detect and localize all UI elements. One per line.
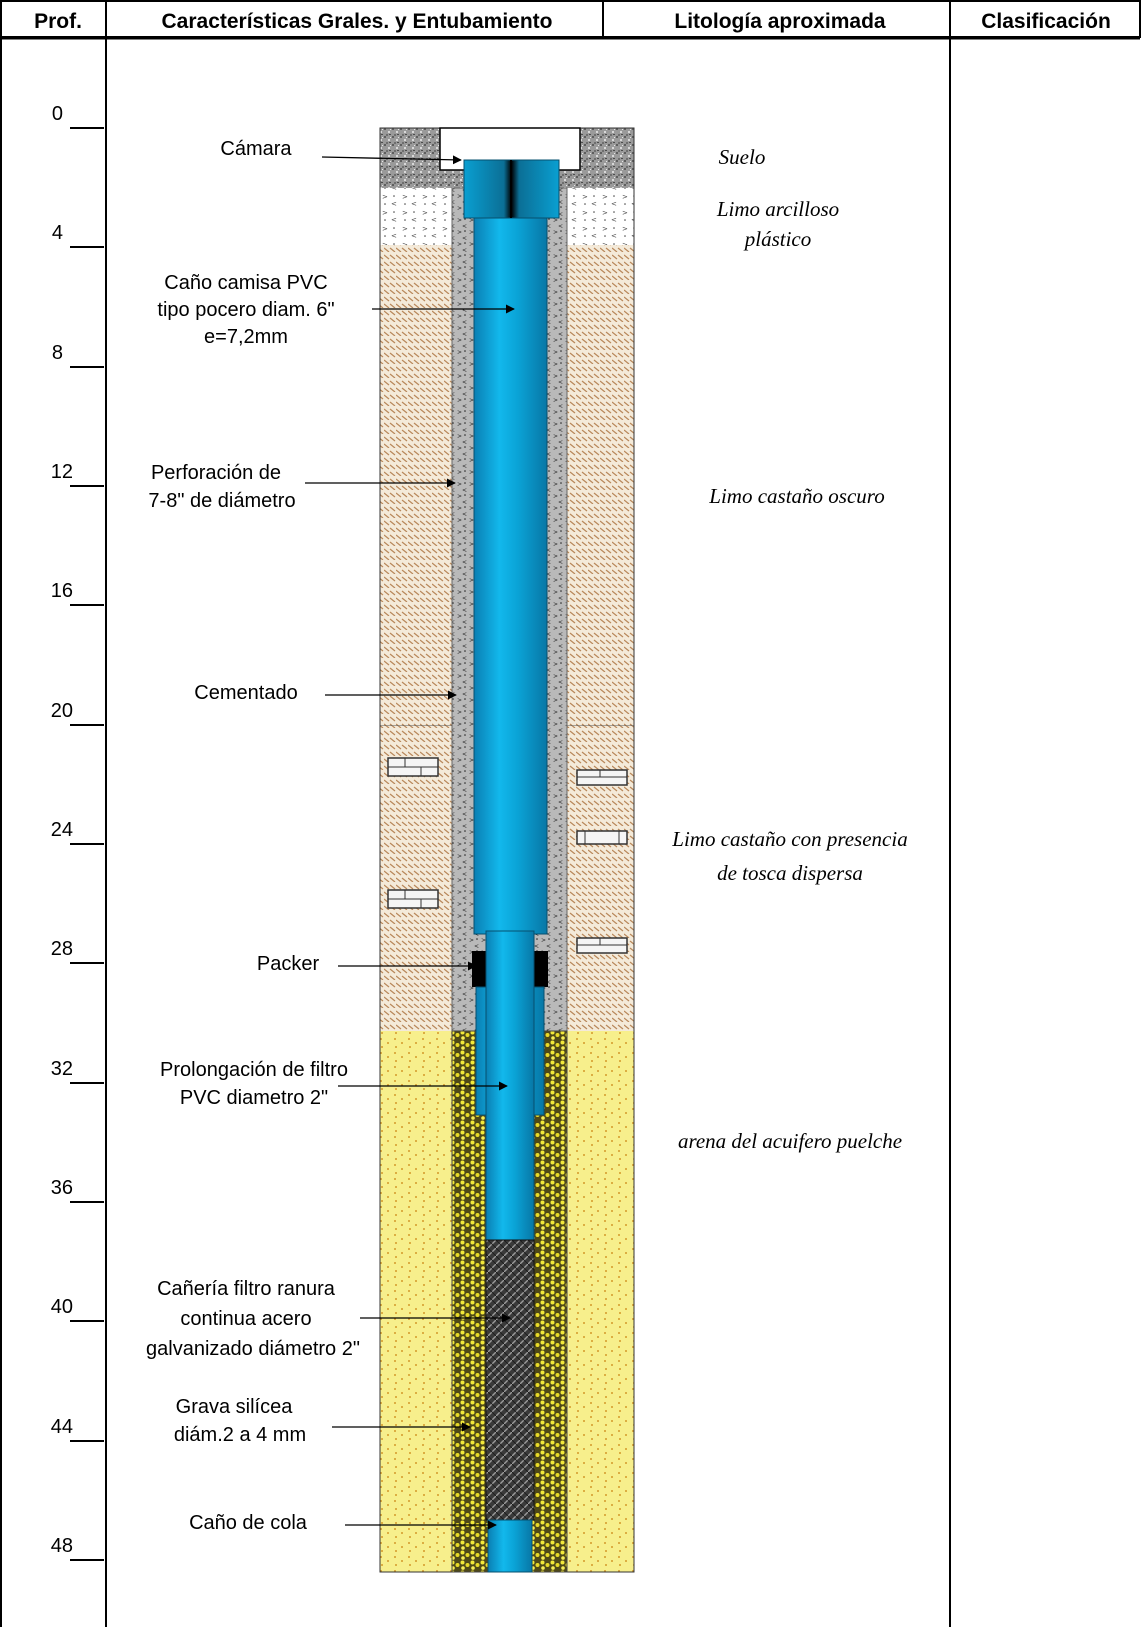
lith-arena: arena del acuifero puelche [678,1129,902,1153]
label-perforacion-line2: 7-8" de diámetro [148,490,295,512]
label-grava-line1: Grava silícea [176,1396,294,1418]
depth-tick: 48 [51,1535,104,1561]
lith-tosca-1: Limo castaño con presencia [671,827,907,851]
label-cola-text: Caño de cola [189,1512,308,1534]
depth-tick: 8 [52,342,104,368]
depth-tick-label: 4 [52,222,63,244]
tosca-nodule [576,769,628,786]
header-classification: Clasificación [981,10,1111,33]
label-filtro-line2: continua acero [180,1308,311,1330]
depth-tick-label: 36 [51,1177,73,1199]
label-camisa-line3: e=7,2mm [204,326,288,348]
label-grava-line2: diám.2 a 4 mm [174,1424,306,1446]
lithology-descriptions: Suelo Limo arcilloso plástico Limo casta… [671,145,907,1153]
depth-tick-label: 44 [51,1416,73,1438]
label-packer-text: Packer [257,953,320,975]
label-grava: Grava silícea diám.2 a 4 mm [174,1396,471,1446]
depth-tick-label: 48 [51,1535,73,1557]
label-perforacion-line1: Perforación de [151,462,281,484]
label-cementado: Cementado [194,682,457,704]
label-filtro: Cañería filtro ranura continua acero gal… [146,1278,511,1360]
label-camisa-line2: tipo pocero diam. 6" [157,299,334,321]
depth-tick: 0 [52,103,104,129]
tosca-nodule [576,937,628,954]
depth-axis: 0 4 8 12 16 20 24 28 32 36 40 44 48 [51,103,104,1561]
depth-tick: 36 [51,1177,104,1203]
label-perforacion: Perforación de 7-8" de diámetro [148,462,456,512]
depth-tick: 20 [51,700,104,726]
depth-tick: 12 [51,461,104,487]
depth-tick-label: 20 [51,700,73,722]
header-lithology: Litología aproximada [674,10,886,33]
label-filtro-line1: Cañería filtro ranura [157,1278,336,1300]
annotations: Cámara Caño camisa PVC tipo pocero diam.… [146,138,515,1534]
tosca-nodule [387,757,439,777]
depth-tick: 40 [51,1296,104,1322]
depth-tick-label: 28 [51,938,73,960]
label-camara: Cámara [220,138,462,165]
label-filtro-line3: galvanizado diámetro 2" [146,1338,360,1360]
label-prolongacion: Prolongación de filtro PVC diametro 2" [160,1059,508,1109]
header-construction: Características Grales. y Entubamiento [162,10,553,33]
pvc-casing [473,209,548,935]
depth-tick-label: 24 [51,819,73,841]
lith-limo-castano: Limo castaño oscuro [708,484,884,508]
label-cola: Caño de cola [189,1512,497,1534]
depth-tick-label: 0 [52,103,63,125]
header-depth: Prof. [34,10,82,33]
label-prolongacion-line2: PVC diametro 2" [180,1087,328,1109]
label-prolongacion-line1: Prolongación de filtro [160,1059,348,1081]
depth-tick: 32 [51,1058,104,1084]
lith-limo-arcilloso-1: Limo arcilloso [716,197,839,221]
depth-tick: 4 [52,222,104,248]
tosca-nodule [576,830,628,845]
depth-tick-label: 40 [51,1296,73,1318]
lith-tosca-2: de tosca dispersa [717,861,863,885]
label-packer: Packer [257,953,477,975]
arrow [321,155,462,165]
depth-tick-label: 12 [51,461,73,483]
depth-tick: 16 [51,580,104,606]
depth-tick: 44 [51,1416,104,1442]
label-camisa: Caño camisa PVC tipo pocero diam. 6" e=7… [157,272,515,348]
label-camisa-line1: Caño camisa PVC [164,272,327,294]
depth-tick-label: 16 [51,580,73,602]
well-construction [439,127,581,1573]
depth-tick-label: 32 [51,1058,73,1080]
lith-suelo: Suelo [719,145,766,169]
tail-pipe [487,1519,533,1573]
label-camara-text: Cámara [220,138,292,160]
depth-tick-label: 8 [52,342,63,364]
depth-tick: 28 [51,938,104,964]
depth-tick: 24 [51,819,104,845]
lith-limo-arcilloso-2: plástico [743,227,812,251]
tosca-nodule [387,889,439,909]
slotted-filter [485,1239,535,1521]
label-cementado-text: Cementado [194,682,297,704]
